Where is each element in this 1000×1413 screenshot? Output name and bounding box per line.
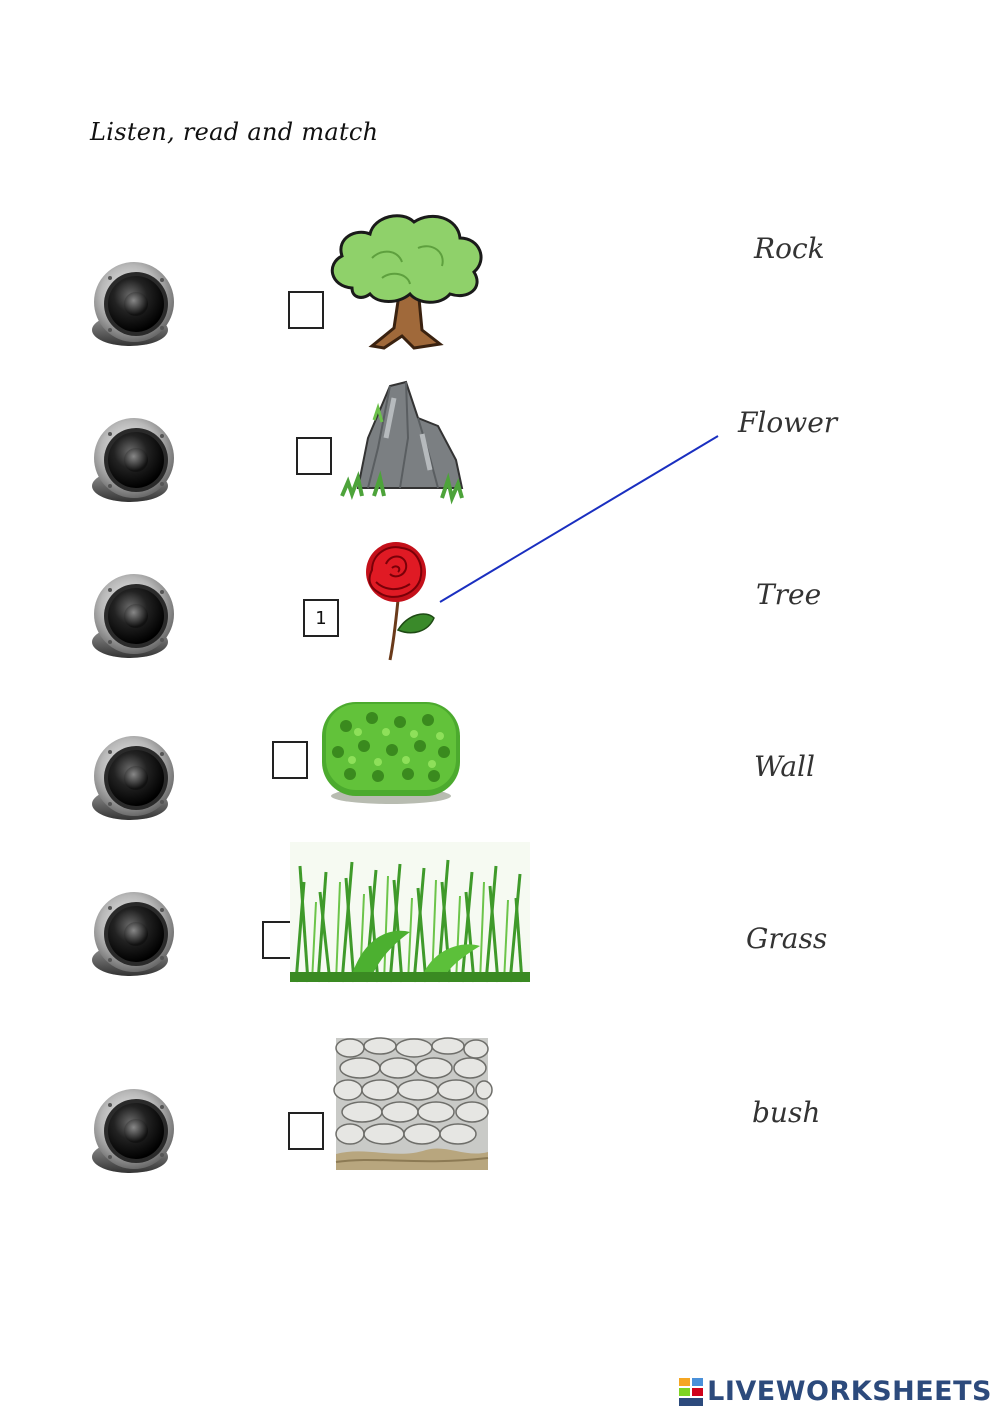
bush-picture	[322, 702, 460, 804]
wall-picture	[333, 1037, 493, 1170]
grass-picture	[290, 842, 530, 983]
speaker-icon[interactable]	[90, 414, 176, 506]
answer-box-wall[interactable]	[288, 1112, 324, 1150]
answer-box-bush[interactable]	[272, 741, 308, 779]
brand-logo-icon	[679, 1377, 704, 1406]
word-grass[interactable]: Grass	[746, 922, 828, 955]
speaker-icon[interactable]	[90, 258, 176, 350]
word-wall[interactable]: Wall	[754, 750, 815, 783]
speaker-icon[interactable]	[90, 1085, 176, 1177]
answer-box-tree[interactable]	[288, 291, 324, 329]
word-rock[interactable]: Rock	[754, 232, 825, 265]
speaker-icon[interactable]	[90, 570, 176, 662]
worksheet-title: Listen, read and match	[90, 118, 379, 146]
brand-logo: LIVEWORKSHEETS	[679, 1376, 992, 1407]
speaker-icon[interactable]	[90, 732, 176, 824]
answer-box-flower[interactable]: 1	[303, 599, 339, 637]
tree-picture	[330, 214, 483, 350]
flower-picture	[366, 542, 435, 661]
word-bush[interactable]: bush	[752, 1096, 821, 1129]
rock-picture	[340, 380, 464, 505]
word-flower[interactable]: Flower	[738, 406, 838, 439]
brand-logo-text: LIVEWORKSHEETS	[707, 1376, 992, 1407]
word-tree[interactable]: Tree	[756, 578, 822, 611]
answer-box-rock[interactable]	[296, 437, 332, 475]
speaker-icon[interactable]	[90, 888, 176, 980]
